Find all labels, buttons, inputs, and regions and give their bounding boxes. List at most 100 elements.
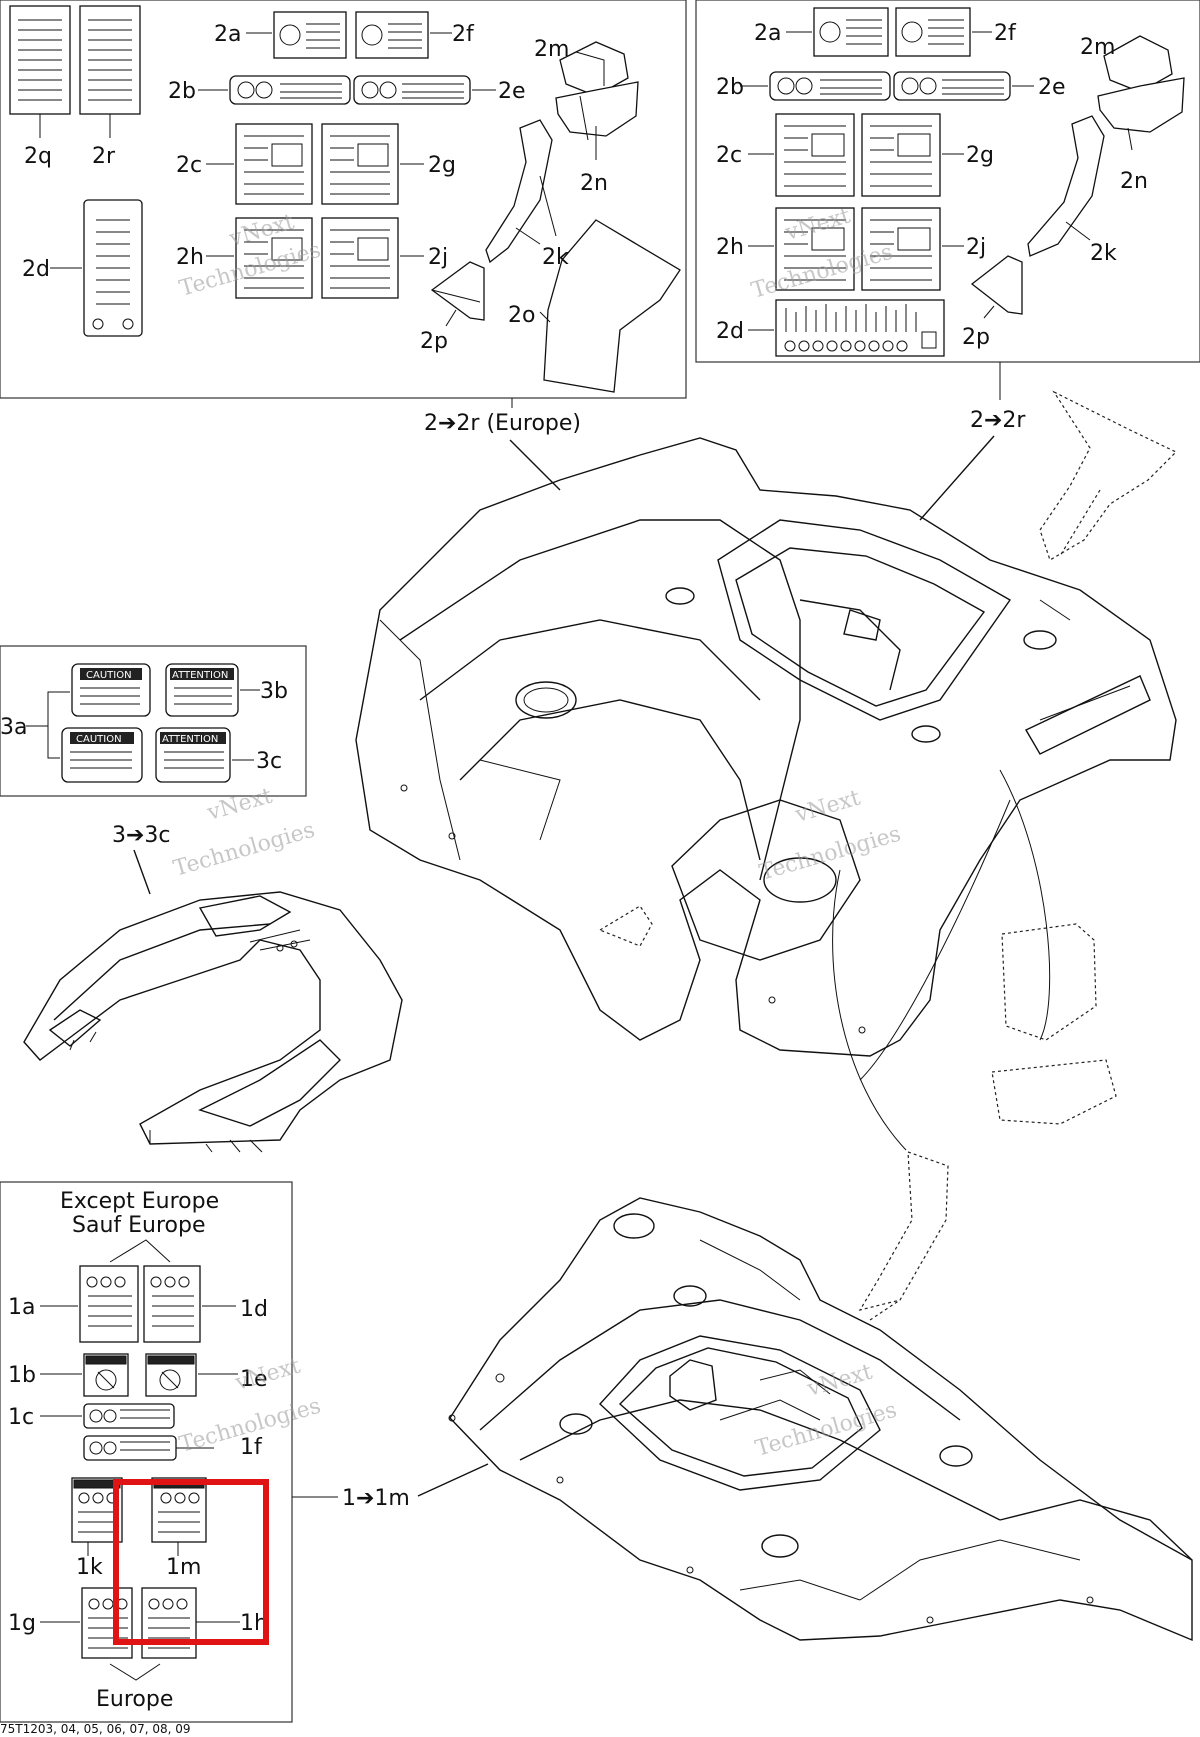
decal-2b xyxy=(229,75,351,105)
svg-text:vNext: vNext xyxy=(792,786,863,829)
highlight-box xyxy=(113,1479,269,1645)
decal-2a xyxy=(273,11,347,59)
decal-phantom-2o xyxy=(1039,390,1178,561)
label-2h: 2h xyxy=(176,245,204,270)
label-2e: 2e xyxy=(1038,75,1066,100)
svg-text:Technologies: Technologies xyxy=(753,1398,900,1462)
label-2e: 2e xyxy=(498,79,526,104)
decal-2f xyxy=(895,7,971,57)
decal-1d xyxy=(143,1265,201,1343)
decal-2e xyxy=(353,75,471,105)
label-2h: 2h xyxy=(716,235,744,260)
svg-text:Technologies: Technologies xyxy=(171,818,318,882)
label-3b: 3b xyxy=(260,679,288,704)
decal-2a xyxy=(813,7,889,57)
range-label-1: 1➔1m xyxy=(342,1486,410,1511)
decal-panel-europe: 2q 2r 2d 2a 2f 2b 2e xyxy=(0,0,687,399)
label-2n: 2n xyxy=(1120,169,1148,194)
decal-2k xyxy=(1027,115,1105,257)
decal-panel-standard: 2a 2f 2b 2e 2c 2g 2h xyxy=(695,0,1200,363)
caution-text: CAUTION xyxy=(86,670,132,681)
label-2k: 2k xyxy=(1090,241,1117,266)
label-2d: 2d xyxy=(22,257,50,282)
label-2a: 2a xyxy=(754,21,781,46)
cup-holder xyxy=(515,681,577,719)
front-fender-panel xyxy=(23,891,403,1153)
label-2g: 2g xyxy=(428,153,456,178)
decal-2p xyxy=(970,255,1023,315)
decal-phantom-2p xyxy=(598,905,653,947)
label-2m: 2m xyxy=(534,37,569,62)
decal-1f xyxy=(83,1435,177,1461)
label-2c: 2c xyxy=(716,143,742,168)
svg-text:vNext: vNext xyxy=(804,1360,875,1403)
label-2n: 2n xyxy=(580,171,608,196)
label-1f: 1f xyxy=(240,1435,263,1460)
label-2b: 2b xyxy=(716,75,744,100)
decal-2c xyxy=(235,123,313,205)
label-2p: 2p xyxy=(962,325,990,350)
heading-except-europe: Except Europe xyxy=(60,1189,219,1214)
decal-1c xyxy=(83,1403,175,1429)
decal-1m xyxy=(151,1477,207,1543)
label-2a: 2a xyxy=(214,22,241,47)
label-2k: 2k xyxy=(542,245,569,270)
decal-2e xyxy=(893,71,1011,101)
decal-1a xyxy=(79,1265,139,1343)
decal-2g xyxy=(861,113,941,197)
decal-phantom-2n xyxy=(1001,923,1097,1041)
decal-2d xyxy=(775,299,945,357)
decal-2b xyxy=(769,71,891,101)
label-2j: 2j xyxy=(966,235,986,260)
label-1c: 1c xyxy=(8,1405,34,1430)
decal-2f xyxy=(355,11,429,59)
label-2m: 2m xyxy=(1080,35,1115,60)
decal-2h xyxy=(775,207,855,291)
decal-1g xyxy=(81,1587,133,1659)
range-label-3: 3➔3c xyxy=(112,823,171,848)
label-2p: 2p xyxy=(420,329,448,354)
decal-panel-3: CAUTION ATTENTION CAUTION ATTENTION 3a 3… xyxy=(0,645,307,797)
label-1b: 1b xyxy=(8,1363,36,1388)
rear-body-panel xyxy=(355,437,1177,1057)
decal-phantom-2k xyxy=(858,1151,949,1311)
label-1a: 1a xyxy=(8,1295,35,1320)
decal-2n xyxy=(555,81,639,137)
heading-europe: Europe xyxy=(96,1687,173,1712)
heading-sauf-europe: Sauf Europe xyxy=(72,1213,206,1238)
range-label-2-europe: 2➔2r (Europe) xyxy=(424,411,581,436)
label-2f: 2f xyxy=(452,22,475,47)
decal-2m xyxy=(559,41,629,97)
attention-text: ATTENTION xyxy=(162,734,218,745)
label-2r: 2r xyxy=(92,144,116,169)
label-2b: 2b xyxy=(168,79,196,104)
decal-2j xyxy=(321,217,399,299)
panel-frame xyxy=(0,645,307,797)
label-2j: 2j xyxy=(428,245,448,270)
decal-2n xyxy=(1097,77,1185,133)
decal-2h xyxy=(235,217,313,299)
decal-2o xyxy=(543,219,681,393)
label-2q: 2q xyxy=(24,144,52,169)
label-2g: 2g xyxy=(966,143,994,168)
label-2c: 2c xyxy=(176,153,202,178)
label-1m: 1m xyxy=(166,1555,201,1580)
decal-2k xyxy=(485,119,557,264)
range-label-2: 2➔2r xyxy=(970,408,1026,433)
label-1d: 1d xyxy=(240,1297,268,1322)
label-3c: 3c xyxy=(256,749,282,774)
label-1k: 1k xyxy=(76,1555,103,1580)
decal-2g xyxy=(321,123,399,205)
svg-text:Technologies: Technologies xyxy=(757,822,904,886)
decal-2m xyxy=(1103,35,1173,93)
caution-text: CAUTION xyxy=(76,734,122,745)
label-2d: 2d xyxy=(716,319,744,344)
label-1g: 1g xyxy=(8,1611,36,1636)
decal-2c xyxy=(775,113,855,197)
label-3a: 3a xyxy=(0,715,27,740)
label-2o: 2o xyxy=(508,303,535,328)
attention-text: ATTENTION xyxy=(172,670,228,681)
label-2f: 2f xyxy=(994,21,1017,46)
decal-2j xyxy=(861,207,941,291)
